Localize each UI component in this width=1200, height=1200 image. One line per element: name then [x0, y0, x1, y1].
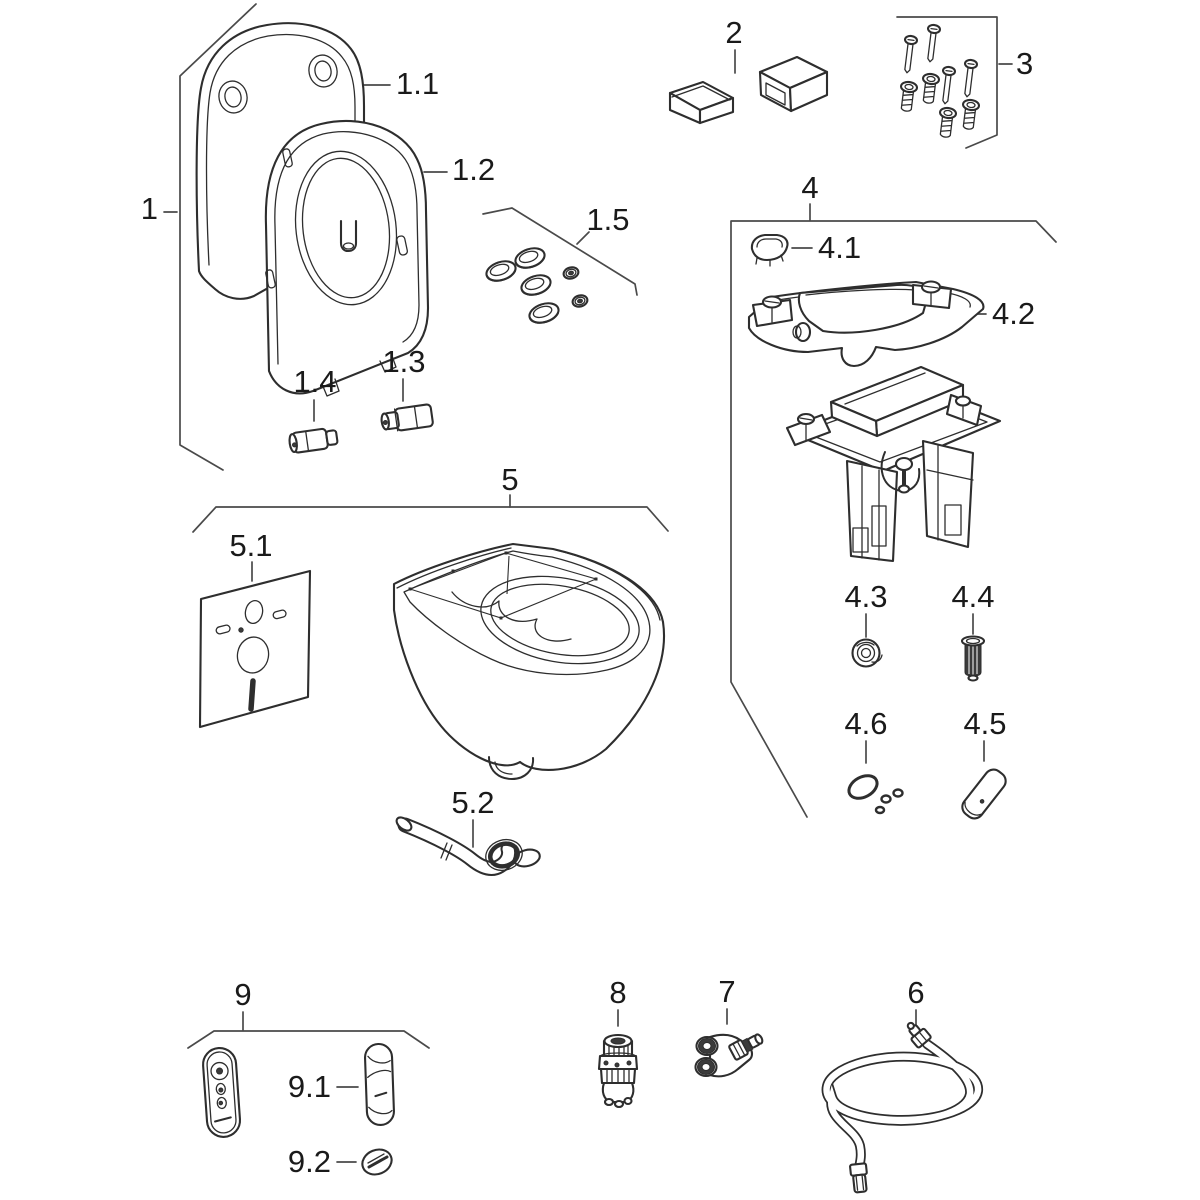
labels: 1 1.1 1.2 1.3 1.4 1.5 2 3 4 4.1 4.2 4.3 …	[141, 15, 1035, 1179]
o-ring-set-drawing	[847, 774, 904, 815]
label-part-1-5: 1.5	[586, 202, 629, 237]
label-part-4-3: 4.3	[844, 579, 887, 614]
fastening-mechanism-drawing	[785, 365, 1002, 563]
label-part-9: 9	[234, 977, 251, 1012]
label-part-1-4: 1.4	[293, 364, 336, 399]
grommet-drawing	[851, 638, 883, 668]
clip-drawing	[750, 233, 789, 267]
bracket-group-9	[187, 1030, 430, 1049]
bracket-group-4	[730, 220, 1057, 818]
label-part-1-2: 1.2	[452, 152, 495, 187]
connector-bend-drawing	[395, 816, 541, 876]
label-part-1: 1	[141, 191, 158, 226]
label-part-4-6: 4.6	[844, 706, 887, 741]
remote-holder-drawing	[363, 1042, 395, 1127]
buffer-set-drawing	[485, 247, 589, 324]
label-part-9-1: 9.1	[288, 1069, 331, 1104]
sleeve-pin-drawing	[961, 768, 1007, 820]
wc-pan-drawing	[392, 542, 665, 780]
cover-plate-drawing	[747, 280, 985, 368]
label-part-4-5: 4.5	[963, 706, 1006, 741]
label-part-1-1: 1.1	[396, 66, 439, 101]
label-part-9-2: 9.2	[288, 1144, 331, 1179]
hinge-bolt-drawing	[380, 403, 434, 432]
label-part-4-1: 4.1	[818, 230, 861, 265]
label-part-1-3: 1.3	[382, 344, 425, 379]
bracket-group-1-5	[482, 207, 638, 296]
label-part-3: 3	[1016, 46, 1033, 81]
insulation-mat-drawing	[198, 569, 312, 729]
supply-hose-drawing	[821, 1021, 983, 1194]
leader-lines	[163, 49, 1013, 1163]
label-part-5-2: 5.2	[451, 785, 494, 820]
bracket-group-1	[179, 3, 257, 471]
bracket-group-5	[192, 506, 669, 533]
label-part-6: 6	[907, 975, 924, 1010]
screw-set-drawing	[897, 23, 981, 140]
label-part-8: 8	[609, 975, 626, 1010]
label-part-4: 4	[801, 170, 818, 205]
label-part-4-2: 4.2	[992, 296, 1035, 331]
threaded-insert-drawing	[960, 635, 986, 682]
label-part-5-1: 5.1	[229, 528, 272, 563]
y-fitting-drawing	[694, 1033, 764, 1078]
seat-ring-drawing	[264, 119, 430, 397]
group-brackets	[179, 3, 1057, 1049]
bracket-group-3	[896, 16, 998, 149]
valve-cartridge-drawing	[597, 1033, 639, 1109]
hinge-bolt-short-drawing	[288, 427, 339, 454]
label-part-7: 7	[718, 974, 735, 1009]
label-part-2: 2	[725, 15, 742, 50]
label-part-5: 5	[501, 462, 518, 497]
cover-caps-drawing	[668, 55, 829, 125]
remote-control-drawing	[202, 1046, 242, 1138]
battery-drawing	[361, 1148, 393, 1176]
label-part-4-4: 4.4	[951, 579, 994, 614]
